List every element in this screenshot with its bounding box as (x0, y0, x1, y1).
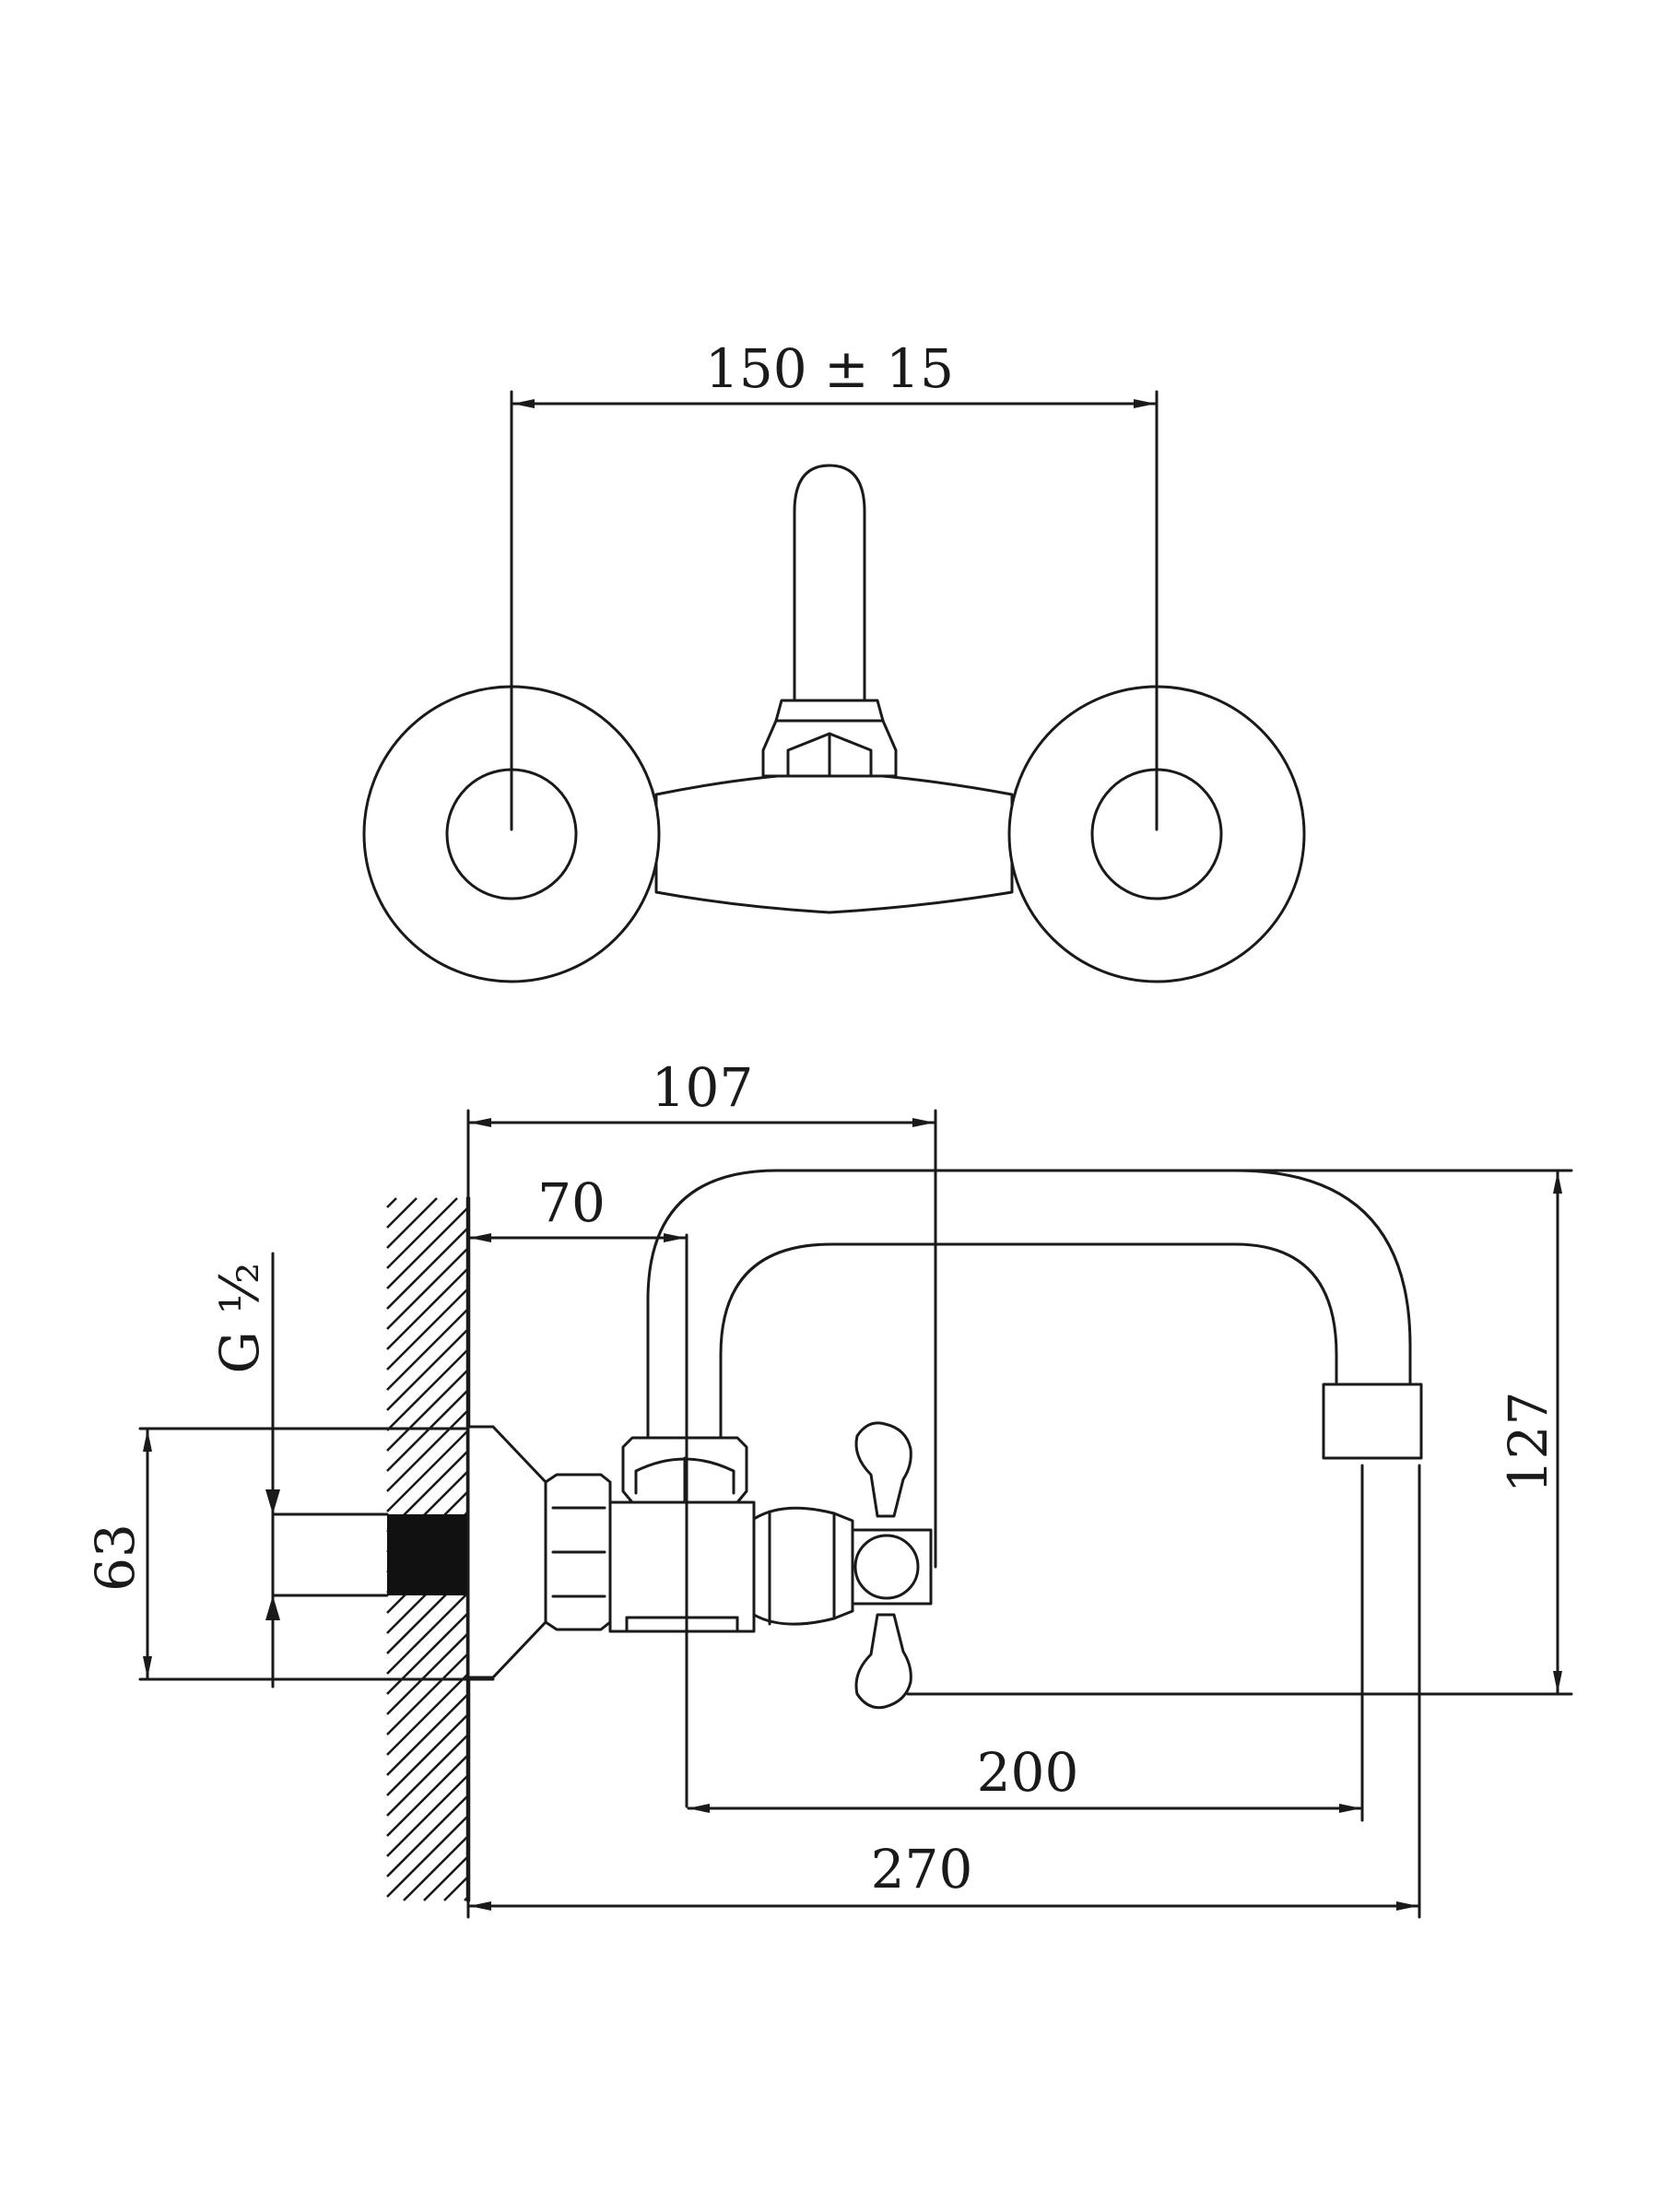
hatch-line (386, 1247, 469, 1330)
hatch-line (386, 1754, 469, 1837)
hatch-line (386, 1369, 469, 1452)
front-view: 150 ± 15 (362, 337, 1306, 983)
hatch-line (386, 1197, 438, 1249)
hatch-line (386, 1430, 469, 1512)
hatch-line (443, 1876, 469, 1901)
eccentric-connector (466, 1425, 547, 1679)
spout-inner-curve (719, 1242, 1338, 1441)
hatch-line (386, 1348, 469, 1431)
side-view: 107 70 63 G ½ 127 200 270 (84, 1056, 1573, 1919)
mixer-body (654, 771, 1014, 914)
hatch-line (386, 1197, 418, 1229)
dimension-label-127: 127 (1497, 1392, 1559, 1494)
spout-aerator (1322, 1382, 1423, 1460)
dimension-label-200: 200 (977, 1741, 1079, 1804)
hatch-line (386, 1288, 469, 1371)
hatch-line (386, 1815, 469, 1898)
headwork (752, 1506, 854, 1626)
hatch-line (386, 1632, 469, 1715)
cross-handle-bottom-arm (854, 1613, 912, 1710)
dimension-label-107: 107 (652, 1056, 754, 1119)
hatch-line (403, 1835, 469, 1901)
hatch-line (386, 1673, 469, 1756)
hatch-line (386, 1409, 469, 1492)
hatch-line (464, 1896, 469, 1901)
front-spout-collar (774, 699, 885, 723)
hatch-line (386, 1328, 469, 1411)
thread-size-label: G ½ (208, 1263, 271, 1374)
hatch-line (386, 1267, 469, 1350)
hatch-line (386, 1197, 397, 1208)
dimension-label-70: 70 (537, 1171, 606, 1234)
dimension-label-270: 270 (871, 1838, 973, 1900)
hatch-line (386, 1713, 469, 1796)
handle-spacing-label: 150 ± 15 (705, 337, 954, 400)
hatch-line (386, 1794, 469, 1877)
hatch-line (386, 1653, 469, 1735)
cross-handle-top-arm (854, 1421, 912, 1518)
wall-thread-insert (387, 1514, 468, 1595)
hatch-line (423, 1855, 469, 1901)
hatch-line (386, 1389, 469, 1472)
hatch-line (386, 1734, 469, 1817)
front-spout-pipe (793, 464, 866, 704)
hatch-line (386, 1206, 469, 1289)
hatch-line (386, 1308, 469, 1391)
hatch-line (386, 1612, 469, 1695)
spout-outer-curve (646, 1169, 1412, 1441)
dimension-label-63: 63 (84, 1524, 147, 1592)
hatch-line (386, 1197, 458, 1269)
hatch-line (386, 1693, 469, 1776)
hatch-line (386, 1774, 469, 1857)
valve-body (608, 1500, 756, 1633)
hatch-line (386, 1592, 469, 1675)
cross-handle-hub (853, 1534, 920, 1600)
hatch-line (386, 1227, 469, 1310)
